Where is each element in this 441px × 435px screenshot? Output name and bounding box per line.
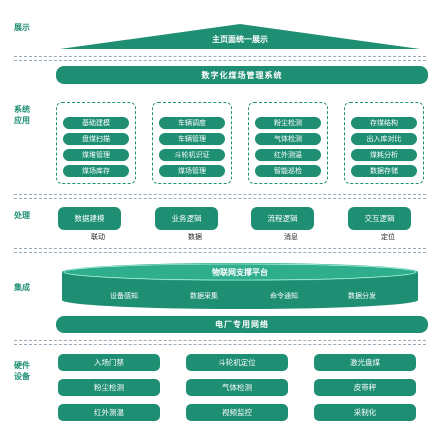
module-item[interactable]: 智能巡检 xyxy=(255,165,321,177)
module-detection: 粉尘检测 气体检测 红外测温 智能巡检 xyxy=(248,102,328,184)
layer-label-application: 系统应用 xyxy=(14,105,30,125)
layer-label-display: 展示 xyxy=(14,23,30,32)
platform-item: 数据分发 xyxy=(348,292,376,300)
separator xyxy=(14,344,426,345)
layer-label-processing: 处理 xyxy=(14,211,30,220)
separator xyxy=(14,56,426,57)
device-video-monitor[interactable]: 视频监控 xyxy=(186,404,288,421)
display-title: 主页面统一展示 xyxy=(212,34,268,44)
module-item[interactable]: 粉尘检测 xyxy=(255,117,321,129)
module-item[interactable]: 基础建模 xyxy=(63,117,129,129)
module-analysis: 存煤结构 出入库对比 煤耗分析 数据存储 xyxy=(344,102,424,184)
module-item[interactable]: 斗轮机识证 xyxy=(159,149,225,161)
proc-sub-label: 联动 xyxy=(91,233,105,241)
module-item[interactable]: 数据存储 xyxy=(351,165,417,177)
module-item[interactable]: 红外测温 xyxy=(255,149,321,161)
platform-title: 物联网支撑平台 xyxy=(212,267,268,277)
module-item[interactable]: 煤场库存 xyxy=(63,165,129,177)
proc-sub-label: 消息 xyxy=(284,233,298,241)
layer-label-integration: 集成 xyxy=(14,283,30,292)
proc-data-modeling[interactable]: 数据建模 xyxy=(58,207,121,230)
module-item[interactable]: 气体检测 xyxy=(255,133,321,145)
module-vehicle: 车辆调度 车辆管理 斗轮机识证 煤场管理 xyxy=(152,102,232,184)
proc-interaction-logic[interactable]: 交互逻辑 xyxy=(348,207,411,230)
separator xyxy=(14,248,426,249)
separator xyxy=(14,252,426,253)
device-dust-detector[interactable]: 粉尘检测 xyxy=(58,379,160,396)
separator xyxy=(14,194,426,195)
module-item[interactable]: 煤耗分析 xyxy=(351,149,417,161)
module-item[interactable]: 煤堆管理 xyxy=(63,149,129,161)
layer-label-devices: 硬件设备 xyxy=(14,361,30,381)
proc-business-logic[interactable]: 业务逻辑 xyxy=(155,207,218,230)
device-access-gate[interactable]: 入场门禁 xyxy=(58,354,160,371)
module-modeling: 基础建模 盘煤扫描 煤堆管理 煤场库存 xyxy=(56,102,136,184)
network-bar: 电厂专用网络 xyxy=(56,316,428,333)
separator xyxy=(14,198,426,199)
display-banner: 主页面统一展示 xyxy=(60,24,420,49)
system-title-bar: 数字化煤场管理系统 xyxy=(56,66,428,84)
device-laser-scanner[interactable]: 激光盘煤 xyxy=(314,354,416,371)
device-belt-scale[interactable]: 皮带秤 xyxy=(314,379,416,396)
device-sampling[interactable]: 采制化 xyxy=(314,404,416,421)
module-item[interactable]: 出入库对比 xyxy=(351,133,417,145)
iot-platform-cylinder: 物联网支撑平台 xyxy=(62,263,418,309)
module-item[interactable]: 存煤结构 xyxy=(351,117,417,129)
module-item[interactable]: 煤场管理 xyxy=(159,165,225,177)
separator xyxy=(14,340,426,341)
device-gas-detector[interactable]: 气体检测 xyxy=(186,379,288,396)
module-item[interactable]: 盘煤扫描 xyxy=(63,133,129,145)
separator xyxy=(14,60,426,61)
proc-sub-label: 数据 xyxy=(188,233,202,241)
platform-item: 数据采集 xyxy=(190,292,218,300)
device-stacker-positioning[interactable]: 斗轮机定位 xyxy=(186,354,288,371)
module-item[interactable]: 车辆管理 xyxy=(159,133,225,145)
module-item[interactable]: 车辆调度 xyxy=(159,117,225,129)
proc-sub-label: 定位 xyxy=(381,233,395,241)
proc-flow-logic[interactable]: 流程逻辑 xyxy=(251,207,314,230)
device-infrared-thermometer[interactable]: 红外测温 xyxy=(58,404,160,421)
platform-item: 命令通知 xyxy=(270,292,298,300)
platform-item: 设备感知 xyxy=(110,292,138,300)
